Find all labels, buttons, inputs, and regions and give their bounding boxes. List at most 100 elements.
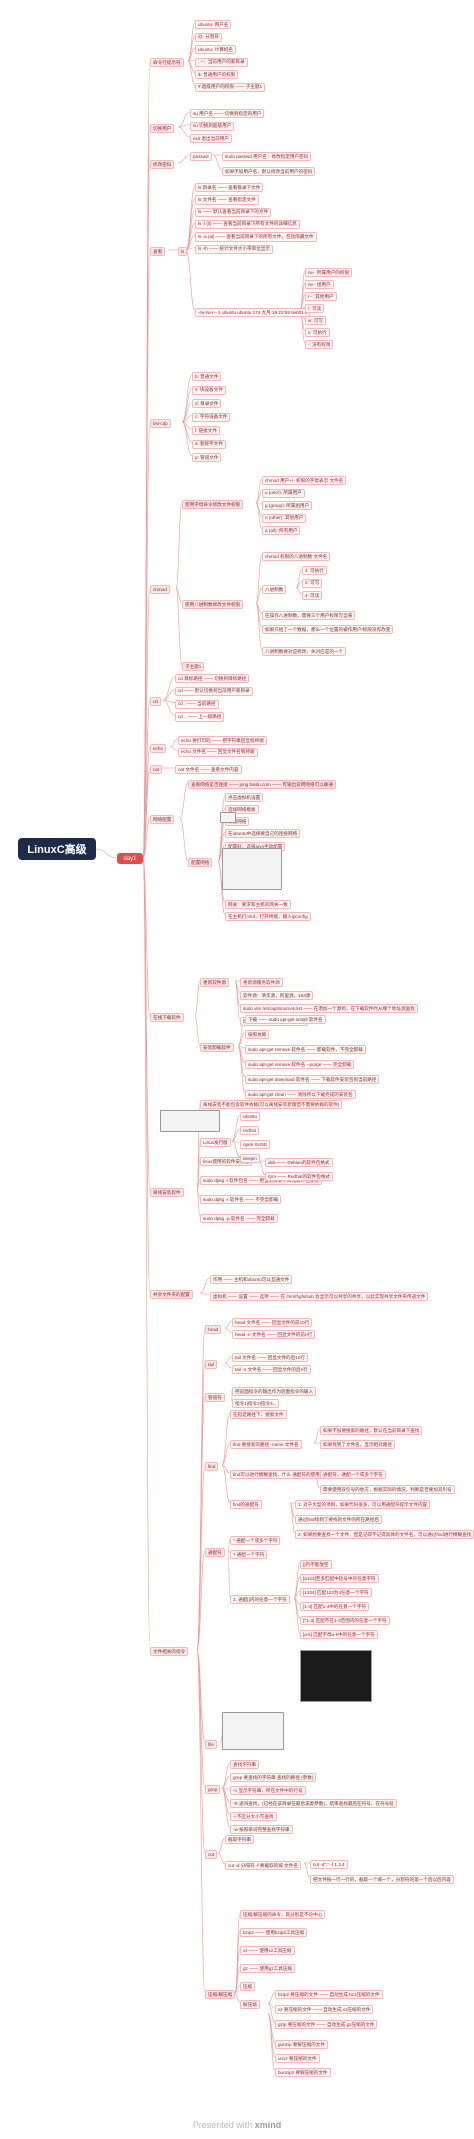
ls-perm-item[interactable]: rw-: 组用户 [305, 280, 334, 290]
apt-install-item[interactable]: 按照依赖 [245, 1030, 270, 1040]
find-sub-item[interactable]: 如果不加要搜索的路径，默认在当前目录下查找 [320, 1426, 423, 1436]
octal-item[interactable]: 4: 可执行 [302, 566, 327, 576]
branch-switch-user[interactable]: 切换用户 [150, 124, 175, 134]
grep-item[interactable]: -n 显示字符串，所在文件中的行号 [230, 1786, 306, 1796]
passwd-cmd[interactable]: passwd [190, 152, 212, 162]
find-sub2-item[interactable]: 通过find找到了要找的文件的所在路径后 [295, 1515, 382, 1525]
chmod-octal-item[interactable]: 八进制数要对应修改，失对应是的一个 [262, 647, 347, 657]
ls-item[interactable]: ls -l (ll) —— 查看当前目录下所有文件的详细信息 [195, 219, 300, 230]
passwd-item[interactable]: 如果不加用户名，默认修改当前用户的密码 [222, 167, 316, 177]
tar-item[interactable]: xz —— 使用xz工具压缩 [240, 1946, 295, 1956]
switch-item[interactable]: su 切换到超级用户 [190, 121, 235, 131]
apt-install-item[interactable]: sudo apt-get download 软件名 —— 下载软件安装包到当前路… [245, 1075, 380, 1085]
compress-item[interactable]: gzip 要压缩的文件 —— 自动生成.gz压缩的文件 [275, 2020, 378, 2030]
branch-dpkg[interactable]: 离线安装软件 [150, 1188, 184, 1198]
apt-source-item[interactable]: 更新源服务软件源 [240, 978, 283, 988]
switch-item[interactable]: su 用户名 —— 切换到指定的用户 [190, 109, 265, 119]
boot-item[interactable]: ubuntu: 用户名 [195, 20, 232, 30]
grep-item[interactable]: -R 递归查找，(已经在该目录在最后该类参数)，结束查找最后在符号，在符号处 [230, 1799, 397, 1809]
cut-item[interactable]: cut -d 分隔符 -f 要截取的域 文件名 [225, 1861, 301, 1871]
ls-item[interactable]: ls —— 默认查看当前目录下的文件 [195, 207, 272, 217]
tar-item[interactable]: gz —— 使用gz工具压缩 [240, 1964, 296, 1974]
grep-item[interactable]: -i 不区分大小写查找 [230, 1812, 277, 1822]
cmd-cut[interactable]: cut [205, 1850, 218, 1860]
net-check[interactable]: 查看网络是否连接 —— ping baidu.com —— 有输出说明网络可以联… [188, 780, 336, 790]
branch-passwd[interactable]: 修改密码 [150, 160, 175, 170]
tail-item[interactable]: tail 文件名 —— 回显文件的后10行 [232, 1353, 308, 1363]
branch-file-commands[interactable]: 文件相关的指令 [150, 1647, 189, 1657]
filetype-item[interactable]: d: 目录文件 [192, 399, 222, 409]
compress-item[interactable]: bzip2 要压缩的文件 —— 自动生成.bz2压缩的文件 [275, 1990, 383, 2000]
pkgfmt-item[interactable]: rpm —— Redhat的软件包格式 [265, 1172, 334, 1182]
find-item[interactable]: find 要搜索的路径 -name 文件名 [230, 1440, 302, 1450]
ls-item[interactable]: ls -a (al) —— 查看当前目录下的所有文件，包括隐藏文件 [195, 232, 317, 242]
apt-source-item[interactable]: sudo vim /etc/apt/sources.list —— 在添加一个源… [240, 1004, 418, 1014]
filetype-item[interactable]: s: 块设备文件 [192, 385, 226, 395]
grep-item[interactable]: 查找字符串 [230, 1760, 259, 1770]
ls-perm-item[interactable]: r--: 其他用户 [305, 292, 337, 302]
distro-item[interactable]: ubuntu [240, 1112, 261, 1122]
apt-install-item[interactable]: sudo apt-get remove 软件名 --purge —— 完全卸载 [245, 1060, 355, 1070]
ls-perm-item[interactable]: w: 可写 [305, 316, 327, 326]
grep-item[interactable]: -w 按照单词完整查找字符串 [230, 1825, 293, 1835]
cut-sub-item[interactable]: 把文件按一行一行的，截取一个域一个，分割符的第一个后以后内容 [310, 1875, 454, 1885]
chmod-letter-item[interactable]: o (other): 其他用户 [262, 513, 307, 523]
decompress-item[interactable]: unxz 要压缩的文件 [275, 2054, 320, 2064]
decompress-item[interactable]: gunzip 要解压缩的文件 [275, 2040, 328, 2050]
chmod-letters[interactable]: 使用字母命令修改文件权限 [182, 500, 244, 510]
cat-item[interactable]: cat 文件名 —— 查看文件内容 [175, 765, 242, 775]
branch-share[interactable]: 共享文件夹的配置 [150, 1290, 193, 1300]
apt-source[interactable]: 更新软件源 [200, 978, 229, 988]
pipe-item[interactable]: 指令1|指令2|指令3... [232, 1399, 280, 1409]
dpkg-item[interactable]: sudo dpkg -r 软件名 —— 不完全卸载 [200, 1195, 282, 1205]
find-sub-item[interactable]: 如果找到了文件名，显示相对路径 [320, 1440, 395, 1450]
branch-boot[interactable]: 命令行提示符 [150, 58, 184, 68]
passwd-item[interactable]: sudo passwd 用户名：修改指定用户密码 [222, 152, 312, 162]
find-sub2-item[interactable]: 1. 对于大型的项目，如果代码很多，可以用通配符提示文件内容 [295, 1500, 431, 1510]
octal-item[interactable]: 2: 可写 [302, 578, 323, 588]
pipe-item[interactable]: 把前面指令的输出作为后面指令的输入 [232, 1387, 317, 1397]
wildcard-bracket-item[interactable]: []内不能放空 [300, 1560, 332, 1570]
cut-item[interactable]: 截取字符串 [225, 1835, 254, 1845]
branch-filetypes[interactable]: bsl-cdp [150, 419, 171, 429]
ls-perm-item[interactable]: -: 没有权限 [305, 340, 334, 350]
switch-item[interactable]: exit 退出当前用户 [190, 134, 232, 144]
ls-label[interactable]: ls [178, 247, 188, 257]
ls-item[interactable]: ls 文件名 —— 查看指定文件 [195, 195, 259, 205]
echo-item[interactable]: echo 文件名 —— 回显文件名到终端 [178, 747, 258, 757]
grep-item[interactable]: grep 要查找的字符串 查找的路径 (参数) [230, 1773, 317, 1783]
ls-perm-item[interactable]: r: 可读 [305, 304, 325, 314]
boot-item[interactable]: ubuntu: 计算机名 [195, 45, 236, 55]
chmod-octal-item[interactable]: 八进制数 [262, 585, 287, 595]
boot-item[interactable]: $: 普通用户的权限 [195, 70, 239, 80]
cmd-file[interactable]: file [205, 1740, 217, 1750]
tar-item[interactable]: 压缩 [240, 1982, 256, 1992]
octal-item[interactable]: 4: 可读 [302, 591, 323, 601]
branch-apt[interactable]: 在线下载软件 [150, 1013, 184, 1023]
net-step[interactable]: 网关：要求和主机的网关一致 [225, 900, 291, 910]
cmd-find[interactable]: find [205, 1462, 219, 1472]
branch-cd[interactable]: cd [150, 697, 161, 707]
tar-item[interactable]: bzip2 —— 使用bzip2工具压缩 [240, 1928, 308, 1938]
chmod-letter-item[interactable]: u (user): 所属用户 [262, 488, 305, 498]
head-item[interactable]: head 文件名 —— 回显文件的前10行 [232, 1318, 313, 1328]
tar-item[interactable]: 压缩/解压缩的命令，就分别是不论中心 [240, 1910, 326, 1920]
ls-item[interactable]: ls 目录名 —— 查看目录下文件 [195, 183, 264, 193]
dpkg-item[interactable]: sudo dpkg -p 软件名 —— 完全卸载 [200, 1214, 278, 1224]
find-glob-item[interactable]: 需要使用双引号的地方，根据实际的情况，判断是否要加双引号 [320, 1485, 455, 1495]
wildcard-item[interactable]: ? 通配一个字符 [230, 1550, 268, 1560]
share-item[interactable]: 作用 —— 主机和ubuntu可以互通文件 [210, 1275, 293, 1285]
ls-item[interactable]: ls -lh —— 统计文件大小带单位显示 [195, 244, 273, 254]
apt-install-item[interactable]: 下载 —— sudo apt-get install 软件名 [245, 1015, 326, 1025]
cmd-head[interactable]: head [205, 1325, 222, 1335]
ls-detail[interactable]: -rw-rw-r-- 1 ubuntu ubuntu 174 九月 19 22:… [195, 308, 311, 318]
compress-item[interactable]: xz 要压缩的文件 —— 自动生成.xz压缩的文件 [275, 2005, 374, 2015]
boot-item[interactable]: @: 分割符 [195, 32, 222, 42]
wildcard-bracket-item[interactable]: [1234] 匹配123为4任意一个字符 [300, 1588, 372, 1598]
wildcard-bracket-item[interactable]: [^1-3] 匹配不在1-3范围内的任意一个字符 [300, 1616, 390, 1626]
find-item[interactable]: find的通配符 [230, 1500, 262, 1510]
cd-item[interactable]: cd . —— 当前路径 [175, 699, 219, 709]
cmd-grep[interactable]: grep [205, 1785, 221, 1795]
tar-item[interactable]: 解压缩 [240, 2000, 260, 2010]
branch-chmod[interactable]: chmod [150, 585, 170, 595]
